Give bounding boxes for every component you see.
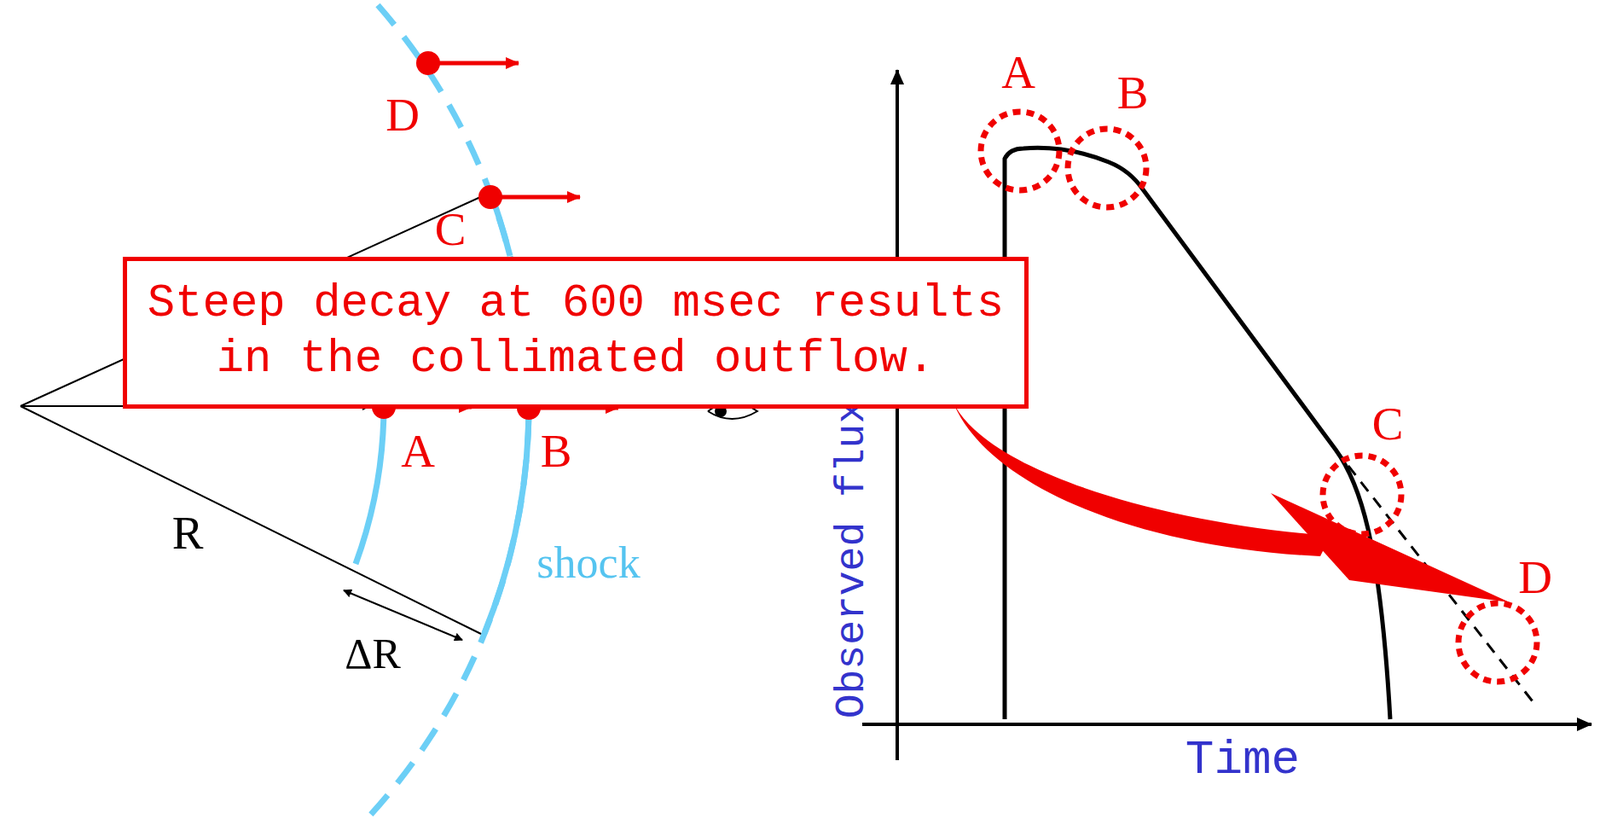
dimension-label: ΔR [344,631,401,675]
shock-arc [365,5,529,821]
point-label: D [385,91,420,139]
point-label: D [1518,553,1553,601]
x-axis [862,722,1592,726]
point-label: C [1372,400,1404,447]
point-label: B [540,427,573,475]
light-curve [1004,147,1391,719]
point-label: C [434,205,467,253]
radius-label: R [172,509,204,557]
point-label: A [400,427,435,475]
shock-b [484,407,529,633]
axis-label: Time [1185,736,1300,784]
swoosh-arrow [948,388,1510,603]
radius-line [20,405,482,634]
marker-circles [980,111,1537,682]
axis-label: Observed flux [831,399,873,719]
callout-text: Steep decay at 600 msec results in the c… [143,276,1009,388]
shock-a [355,406,384,564]
y-axis [895,69,899,760]
shock-label: shock [536,540,640,586]
callout-box: Steep decay at 600 msec results in the c… [122,256,1029,409]
point-label: B [1117,69,1149,116]
point-label: A [1001,48,1036,96]
